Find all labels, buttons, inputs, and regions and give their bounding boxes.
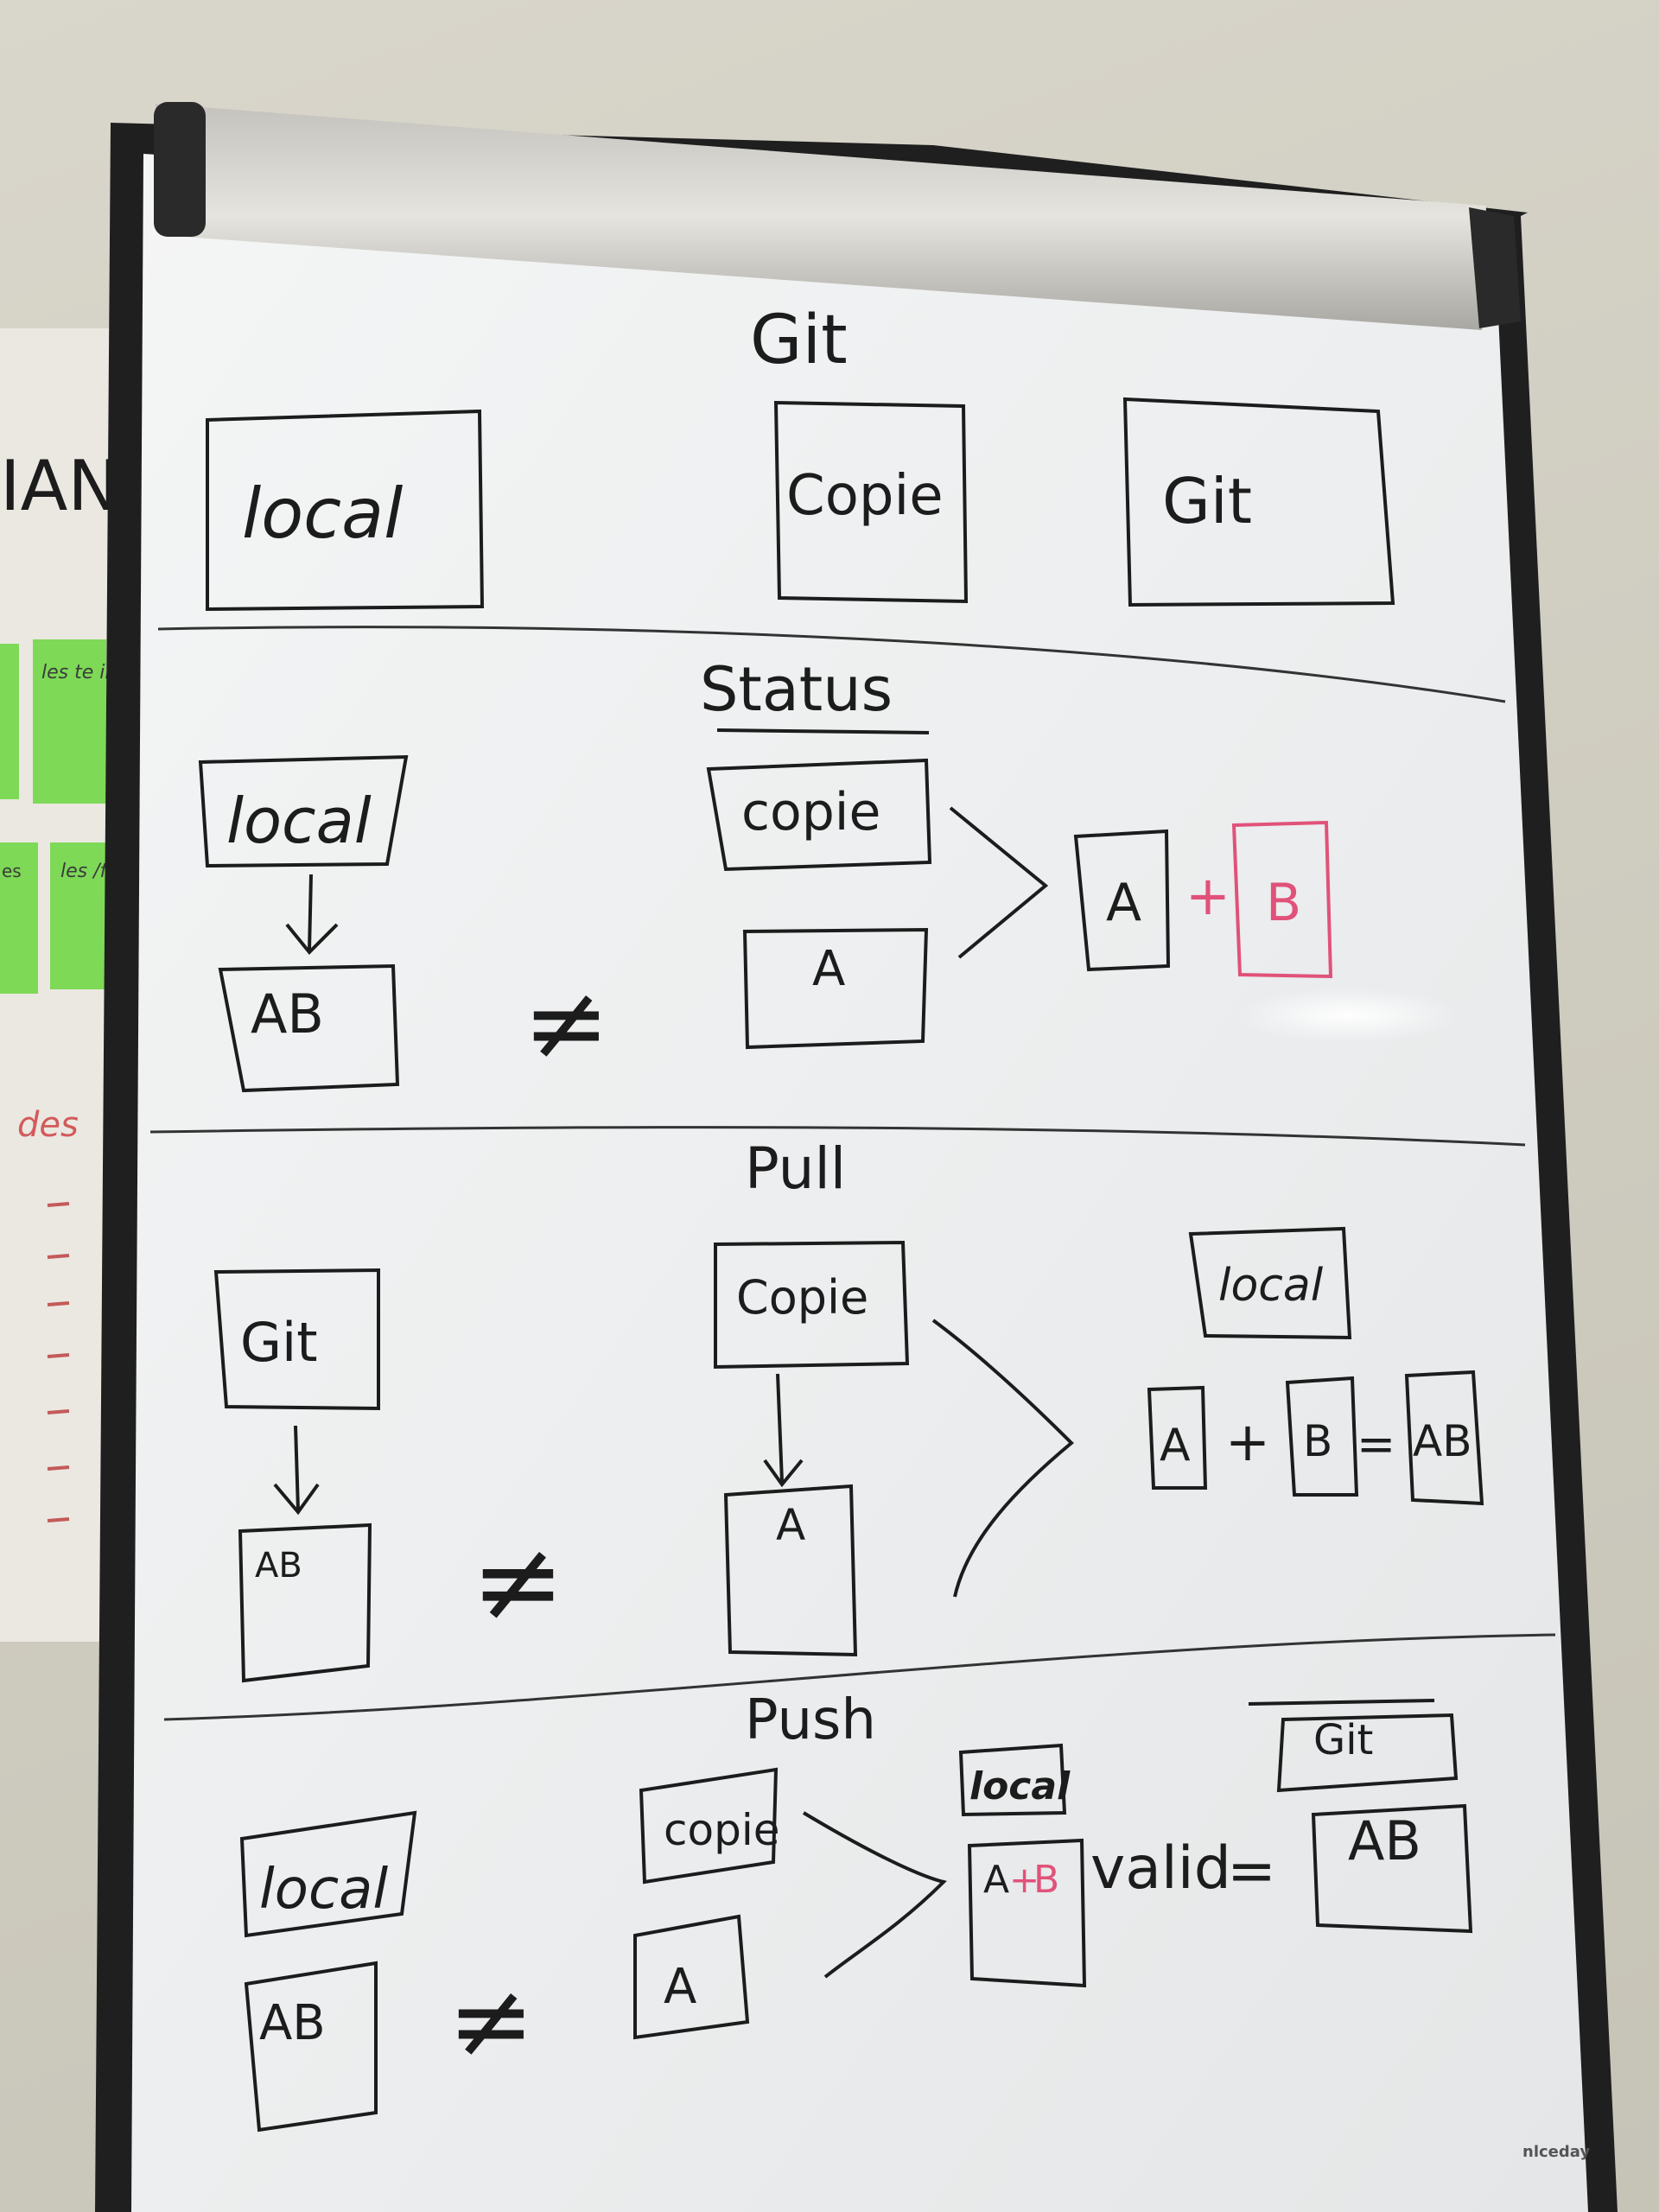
box-label: Git bbox=[240, 1311, 318, 1374]
box-label: B bbox=[1303, 1416, 1332, 1466]
box-git bbox=[1122, 397, 1395, 607]
box-git bbox=[1276, 1713, 1459, 1793]
red-list-note: des bbox=[17, 1105, 79, 1522]
box-label: A bbox=[1106, 873, 1141, 933]
divider-line bbox=[157, 626, 1506, 703]
box-a bbox=[723, 1484, 858, 1657]
box-ab bbox=[238, 1522, 372, 1683]
box-label: local bbox=[1218, 1260, 1324, 1312]
box-eq-a bbox=[1147, 1385, 1208, 1490]
box-label: AB bbox=[1348, 1809, 1421, 1872]
box-copie bbox=[773, 400, 969, 604]
section-title: Push bbox=[745, 1688, 876, 1752]
box-a bbox=[633, 1914, 750, 2040]
box-label: Copie bbox=[786, 464, 944, 528]
box-label: local bbox=[242, 474, 403, 554]
box-label: local bbox=[259, 1858, 388, 1922]
box-copie bbox=[706, 758, 932, 872]
light-glare bbox=[1236, 988, 1460, 1043]
box-result-b bbox=[1231, 820, 1333, 979]
box-local bbox=[206, 409, 485, 612]
box-git bbox=[213, 1268, 380, 1411]
box-copie bbox=[639, 1767, 779, 1885]
plus-sign: + bbox=[1185, 864, 1230, 927]
box-copie bbox=[714, 1240, 910, 1370]
brace bbox=[949, 806, 1049, 959]
box-eq-b bbox=[1285, 1376, 1359, 1497]
box-label: Git bbox=[1162, 465, 1252, 537]
valid-text: valid bbox=[1090, 1834, 1231, 1903]
box-label: AB bbox=[255, 1546, 302, 1586]
equals-sign: = bbox=[1227, 1837, 1276, 1905]
box-label: copie bbox=[741, 782, 880, 842]
box-label: Git bbox=[1313, 1716, 1373, 1764]
box-label: A bbox=[664, 1959, 696, 2015]
box-label: A bbox=[1160, 1420, 1191, 1471]
section-push: Push local AB ≠ copie A local A + B vali… bbox=[239, 1688, 1473, 2133]
not-equal-sign: ≠ bbox=[471, 1516, 565, 1647]
section-git: Git local Copie Git bbox=[206, 302, 1395, 612]
brace bbox=[802, 1811, 947, 1979]
box-label: A bbox=[983, 1858, 1009, 1902]
box-result-local bbox=[958, 1743, 1067, 1817]
box-label: copie bbox=[664, 1805, 779, 1855]
box-label: A bbox=[776, 1500, 805, 1550]
paper-roll-holder bbox=[154, 102, 1521, 330]
box-label: local bbox=[969, 1764, 1071, 1808]
section-status: Status local AB ≠ copie A A + B bbox=[198, 654, 1333, 1093]
box-local bbox=[1188, 1226, 1352, 1340]
box-result-a bbox=[1073, 829, 1171, 972]
equals-sign: = bbox=[1357, 1417, 1395, 1471]
red-note-text: des bbox=[17, 1105, 79, 1145]
plus-sign: + bbox=[1009, 1859, 1039, 1901]
section-title: Git bbox=[750, 302, 848, 379]
section-title: Pull bbox=[745, 1135, 846, 1202]
box-ab bbox=[244, 1961, 378, 2133]
box-label: B bbox=[1266, 873, 1301, 933]
divider-line bbox=[163, 1633, 1556, 1721]
box-local bbox=[198, 754, 409, 868]
brace bbox=[931, 1319, 1074, 1598]
section-title: Status bbox=[700, 654, 893, 725]
box-label: AB bbox=[1413, 1416, 1472, 1466]
box-label: B bbox=[1033, 1858, 1059, 1902]
wall-text: IAN bbox=[0, 446, 119, 526]
box-local bbox=[239, 1810, 417, 1938]
box-eq-ab bbox=[1404, 1370, 1484, 1506]
box-label: local bbox=[226, 785, 372, 857]
section-pull: Pull Git AB ≠ Copie A local A + B = AB bbox=[213, 1135, 1484, 1683]
box-label: AB bbox=[251, 982, 324, 1046]
box-label: AB bbox=[259, 1995, 326, 2051]
box-a bbox=[742, 927, 929, 1050]
board-surface bbox=[131, 154, 1588, 2212]
box-git-ab bbox=[1311, 1803, 1473, 1934]
box-label: A bbox=[812, 941, 845, 997]
not-equal-sign: ≠ bbox=[523, 963, 610, 1084]
sticky-note-text: es bbox=[2, 861, 22, 881]
plus-sign: + bbox=[1225, 1410, 1270, 1473]
brand-logo-text: nlceday bbox=[1522, 2143, 1590, 2161]
box-label: Copie bbox=[736, 1270, 868, 1325]
divider-line bbox=[149, 1126, 1526, 1147]
box-ab bbox=[218, 963, 400, 1093]
box-result-ab bbox=[967, 1838, 1087, 1988]
not-equal-sign: ≠ bbox=[448, 1961, 535, 2082]
